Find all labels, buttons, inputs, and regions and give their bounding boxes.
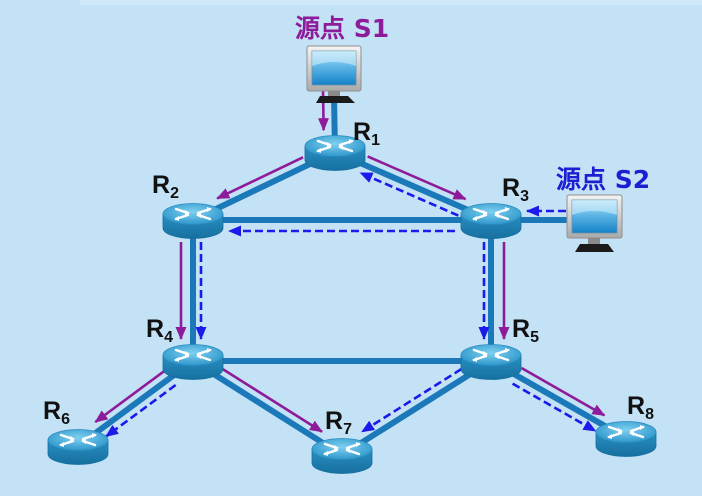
network-link-r4-r7 [191, 358, 344, 458]
router-icon [311, 438, 373, 474]
router-r1 [304, 135, 366, 171]
flows-layer [94, 90, 606, 438]
router-label-letter: R [627, 392, 645, 420]
router-label-letter: R [43, 397, 61, 425]
router-label-subscript: 4 [164, 329, 173, 346]
flow-arrow-s2-r5-to-r8 [511, 382, 597, 433]
network-link-r5-r7 [340, 358, 493, 458]
flow-arrow-s1-r5-to-r8 [520, 366, 606, 417]
flow-arrow-s2-r4-to-r6 [105, 383, 177, 438]
source-computer-s1 [306, 45, 362, 103]
router-label-subscript: 2 [170, 185, 179, 202]
router-r3 [460, 203, 522, 239]
top-band [80, 0, 702, 5]
router-r8 [595, 421, 657, 457]
router-label-letter: R [152, 171, 170, 199]
router-icon [460, 203, 522, 239]
router-label-r2: R2 [152, 171, 179, 202]
router-icon [162, 344, 224, 380]
router-r4 [162, 344, 224, 380]
flow-arrow-s1-r4-to-r7 [221, 367, 323, 433]
flow-arrow-s2-r5-to-r7 [361, 367, 463, 433]
router-icon [460, 344, 522, 380]
router-label-letter: R [325, 407, 343, 435]
router-label-r8: R8 [627, 392, 654, 423]
router-label-letter: R [353, 118, 371, 146]
router-r5 [460, 344, 522, 380]
source-label-s1: 源点 S1 [295, 14, 389, 43]
router-icon [47, 429, 109, 465]
flow-arrow-s1-r4-to-r6 [94, 369, 166, 424]
computer-icon [306, 45, 362, 103]
router-label-letter: R [146, 315, 164, 343]
router-label-r4: R4 [146, 315, 173, 346]
router-label-letter: R [502, 174, 520, 202]
router-label-subscript: 8 [645, 406, 654, 423]
router-icon [595, 421, 657, 457]
router-icon [162, 203, 224, 239]
router-icon [304, 135, 366, 171]
router-label-subscript: 3 [520, 188, 529, 205]
router-r2 [162, 203, 224, 239]
source-computer-s2 [566, 194, 623, 252]
router-label-r3: R3 [502, 174, 529, 205]
source-label-s2: 源点 S2 [556, 165, 650, 194]
router-label-subscript: 7 [343, 421, 352, 438]
router-label-r1: R1 [353, 118, 380, 149]
router-label-subscript: 6 [61, 411, 70, 428]
router-label-subscript: 5 [530, 329, 539, 346]
router-label-subscript: 1 [371, 132, 380, 149]
computer-icon [566, 194, 623, 252]
routers-layer [47, 135, 657, 474]
router-r7 [311, 438, 373, 474]
router-label-r6: R6 [43, 397, 70, 428]
flow-arrow-s2-r3-to-r1 [359, 171, 459, 217]
flow-arrow-s1-r1-to-r2 [216, 156, 304, 200]
router-label-letter: R [512, 315, 530, 343]
router-label-r7: R7 [325, 407, 352, 438]
flow-arrow-s1-r1-to-r3 [367, 155, 467, 201]
router-r6 [47, 429, 109, 465]
router-label-r5: R5 [512, 315, 539, 346]
